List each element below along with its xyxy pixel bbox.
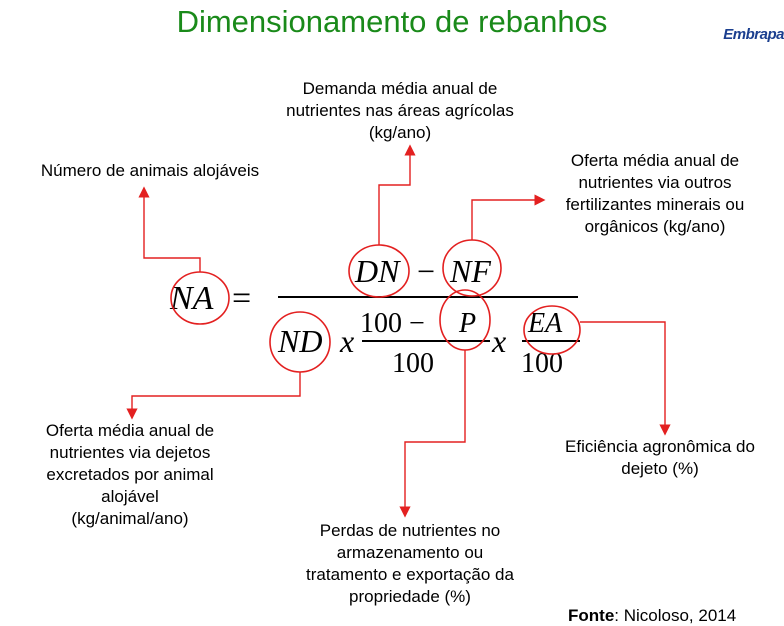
- formula-times-2: x: [491, 323, 506, 359]
- connector-dn: [378, 144, 416, 245]
- formula-hundred-minus: 100 −: [360, 308, 425, 339]
- slide-title: Dimensionamento de rebanhos: [176, 4, 608, 39]
- embrapa-logo: Embrapa: [723, 26, 784, 43]
- formula-minus: −: [417, 253, 435, 289]
- label-nd: Oferta média anual de nutrientes via dej…: [45, 421, 215, 528]
- label-dn: Demanda média anual de nutrientes nas ár…: [286, 79, 514, 142]
- source-citation: Fonte: Nicoloso, 2014: [568, 606, 737, 625]
- connector-nd: [126, 372, 301, 420]
- formula-nd: ND: [277, 323, 322, 359]
- formula-p: P: [458, 308, 476, 339]
- formula-equals: =: [232, 280, 251, 317]
- label-p: Perdas de nutrientes no armazenamento ou…: [306, 521, 514, 606]
- formula-hundred-den: 100: [392, 348, 434, 379]
- label-na: Número de animais alojáveis: [40, 161, 260, 180]
- formula-nf: NF: [449, 253, 491, 289]
- connector-ea: [580, 321, 671, 436]
- connector-nf: [471, 194, 546, 240]
- formula-na: NA: [169, 280, 214, 317]
- connector-na: [138, 186, 201, 272]
- connector-p: [399, 350, 466, 518]
- label-nf: Oferta média anual de nutrientes via out…: [565, 151, 745, 236]
- formula-times-1: x: [339, 323, 354, 359]
- circle-ea: [523, 305, 581, 355]
- formula-dn: DN: [354, 253, 401, 289]
- label-ea: Eficiência agronômica do dejeto (%): [565, 437, 755, 478]
